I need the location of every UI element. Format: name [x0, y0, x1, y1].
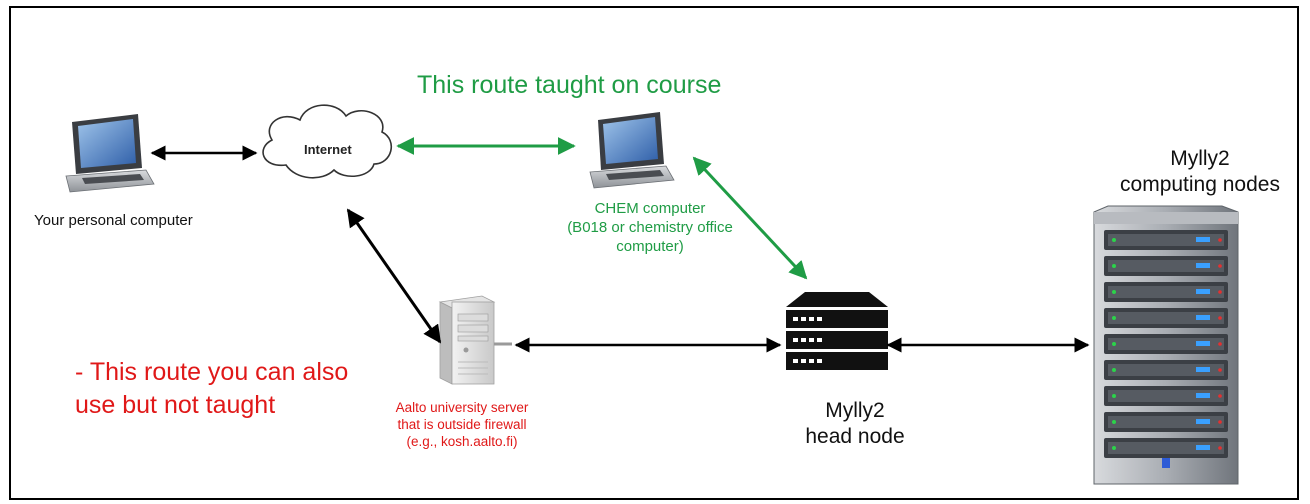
aalto-line-3: (e.g., kosh.aalto.fi) — [406, 433, 518, 449]
taught-route-title: This route taught on course — [417, 71, 722, 99]
head-node-icon — [786, 292, 888, 370]
chem-line-1: CHEM computer — [594, 200, 706, 217]
computing-nodes-line-1: Mylly2 — [1170, 147, 1230, 170]
rack-units — [1104, 230, 1228, 458]
untaught-line-2: use but not taught — [75, 391, 276, 420]
untaught-route-note: - This route you can also use but not ta… — [75, 356, 395, 423]
chem-laptop-icon — [589, 112, 675, 189]
computing-nodes-line-2: computing nodes — [1120, 173, 1280, 197]
computing-nodes-label: Mylly2 computing nodes — [1100, 146, 1300, 199]
head-node-line-1: Mylly2 — [825, 399, 885, 422]
diagram-frame — [9, 6, 1299, 500]
aalto-line-1: Aalto university server — [395, 400, 529, 415]
untaught-line-1: - This route you can also — [75, 358, 349, 386]
arrow-internet-aalto — [346, 208, 442, 344]
chem-line-3: computer) — [616, 237, 684, 255]
personal-laptop-icon — [65, 114, 155, 193]
arrow-chem-headnode — [692, 156, 808, 280]
aalto-server-label: Aalto university server that is outside … — [362, 400, 562, 451]
aalto-line-2: that is outside firewall — [397, 416, 527, 432]
aalto-server-icon — [438, 295, 512, 385]
chem-computer-label: CHEM computer (B018 or chemistry office … — [520, 200, 780, 256]
head-node-line-2: head node — [805, 425, 905, 449]
computing-rack-icon — [1093, 205, 1239, 485]
personal-computer-label: Your personal computer — [34, 212, 193, 229]
chem-line-2: (B018 or chemistry office — [567, 218, 733, 236]
internet-label: Internet — [304, 142, 352, 157]
head-node-label: Mylly2 head node — [775, 398, 935, 451]
internet-cloud-icon — [262, 104, 393, 179]
